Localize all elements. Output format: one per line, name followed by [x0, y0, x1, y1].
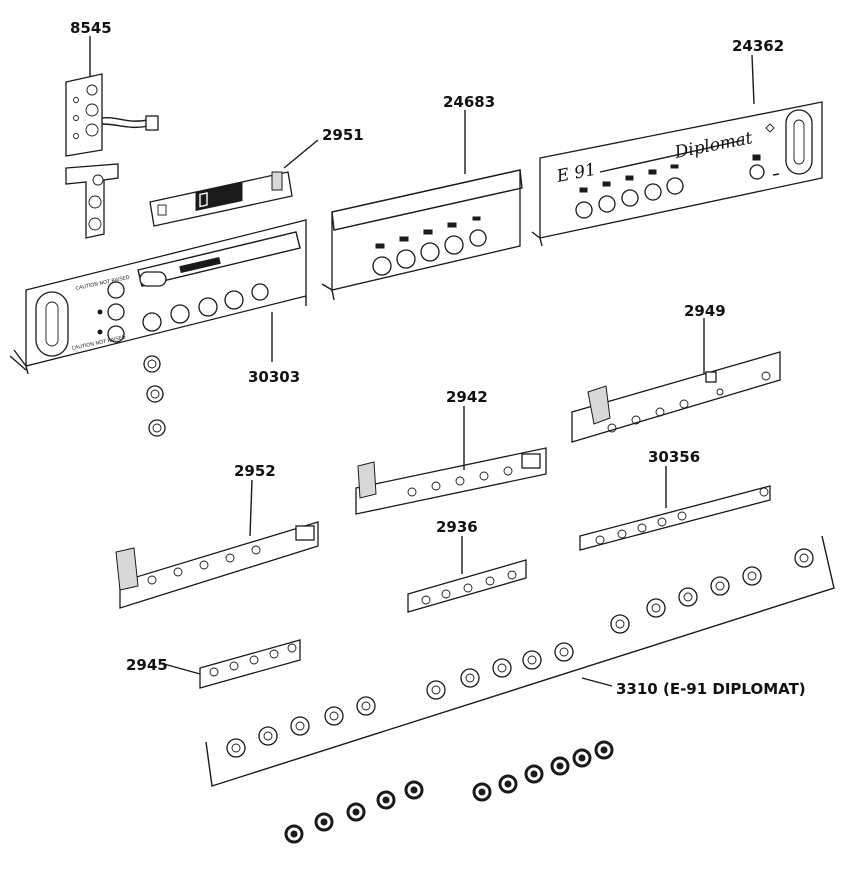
- part-3310-knob-set[interactable]: [205, 535, 835, 844]
- board-2952-switches: [147, 545, 261, 585]
- label-24683: 24683: [443, 93, 495, 111]
- knob-row-lower: [226, 696, 376, 758]
- board-2942-switches: [407, 466, 513, 497]
- label-24362: 24362: [732, 37, 784, 55]
- label-30303: 30303: [248, 368, 300, 386]
- part-2949-board[interactable]: [571, 318, 781, 443]
- strip-2945-leds: [209, 643, 297, 677]
- part-30303-control-panel[interactable]: [9, 219, 307, 375]
- part-2942-board[interactable]: [355, 406, 547, 515]
- part-8545[interactable]: [65, 36, 159, 239]
- strip-2936-leds: [421, 570, 517, 605]
- part-2952-board[interactable]: [115, 479, 319, 609]
- label-2936: 2936: [436, 518, 478, 536]
- label-2945: 2945: [126, 656, 168, 674]
- label-2951: 2951: [322, 126, 364, 144]
- panel-24362-buttons: [575, 164, 684, 219]
- part-2951-display-board[interactable]: [149, 139, 319, 227]
- part-30356-strip[interactable]: [579, 466, 771, 551]
- part-2945-strip[interactable]: [163, 639, 301, 689]
- board-2949-switches: [607, 371, 771, 433]
- label-2942: 2942: [446, 388, 488, 406]
- panel-30303-buttons: [97, 281, 269, 343]
- part-2936-strip[interactable]: [407, 536, 527, 613]
- knob-row-middle: [426, 642, 574, 700]
- label-3310: 3310 (E-91 DIPLOMAT): [616, 680, 806, 698]
- part-24683-panel[interactable]: [321, 110, 523, 301]
- knob-row-bottom-dark: [284, 740, 614, 844]
- knob-row-upper: [610, 548, 814, 634]
- label-2949: 2949: [684, 302, 726, 320]
- knob-set-30303[interactable]: [143, 355, 166, 437]
- panel-24683-buttons: [372, 216, 487, 276]
- label-30356: 30356: [648, 448, 700, 466]
- label-2952: 2952: [234, 462, 276, 480]
- part-24362-diplomat-panel[interactable]: [531, 54, 823, 247]
- label-8545: 8545: [70, 19, 112, 37]
- strip-30356-leds: [595, 487, 769, 545]
